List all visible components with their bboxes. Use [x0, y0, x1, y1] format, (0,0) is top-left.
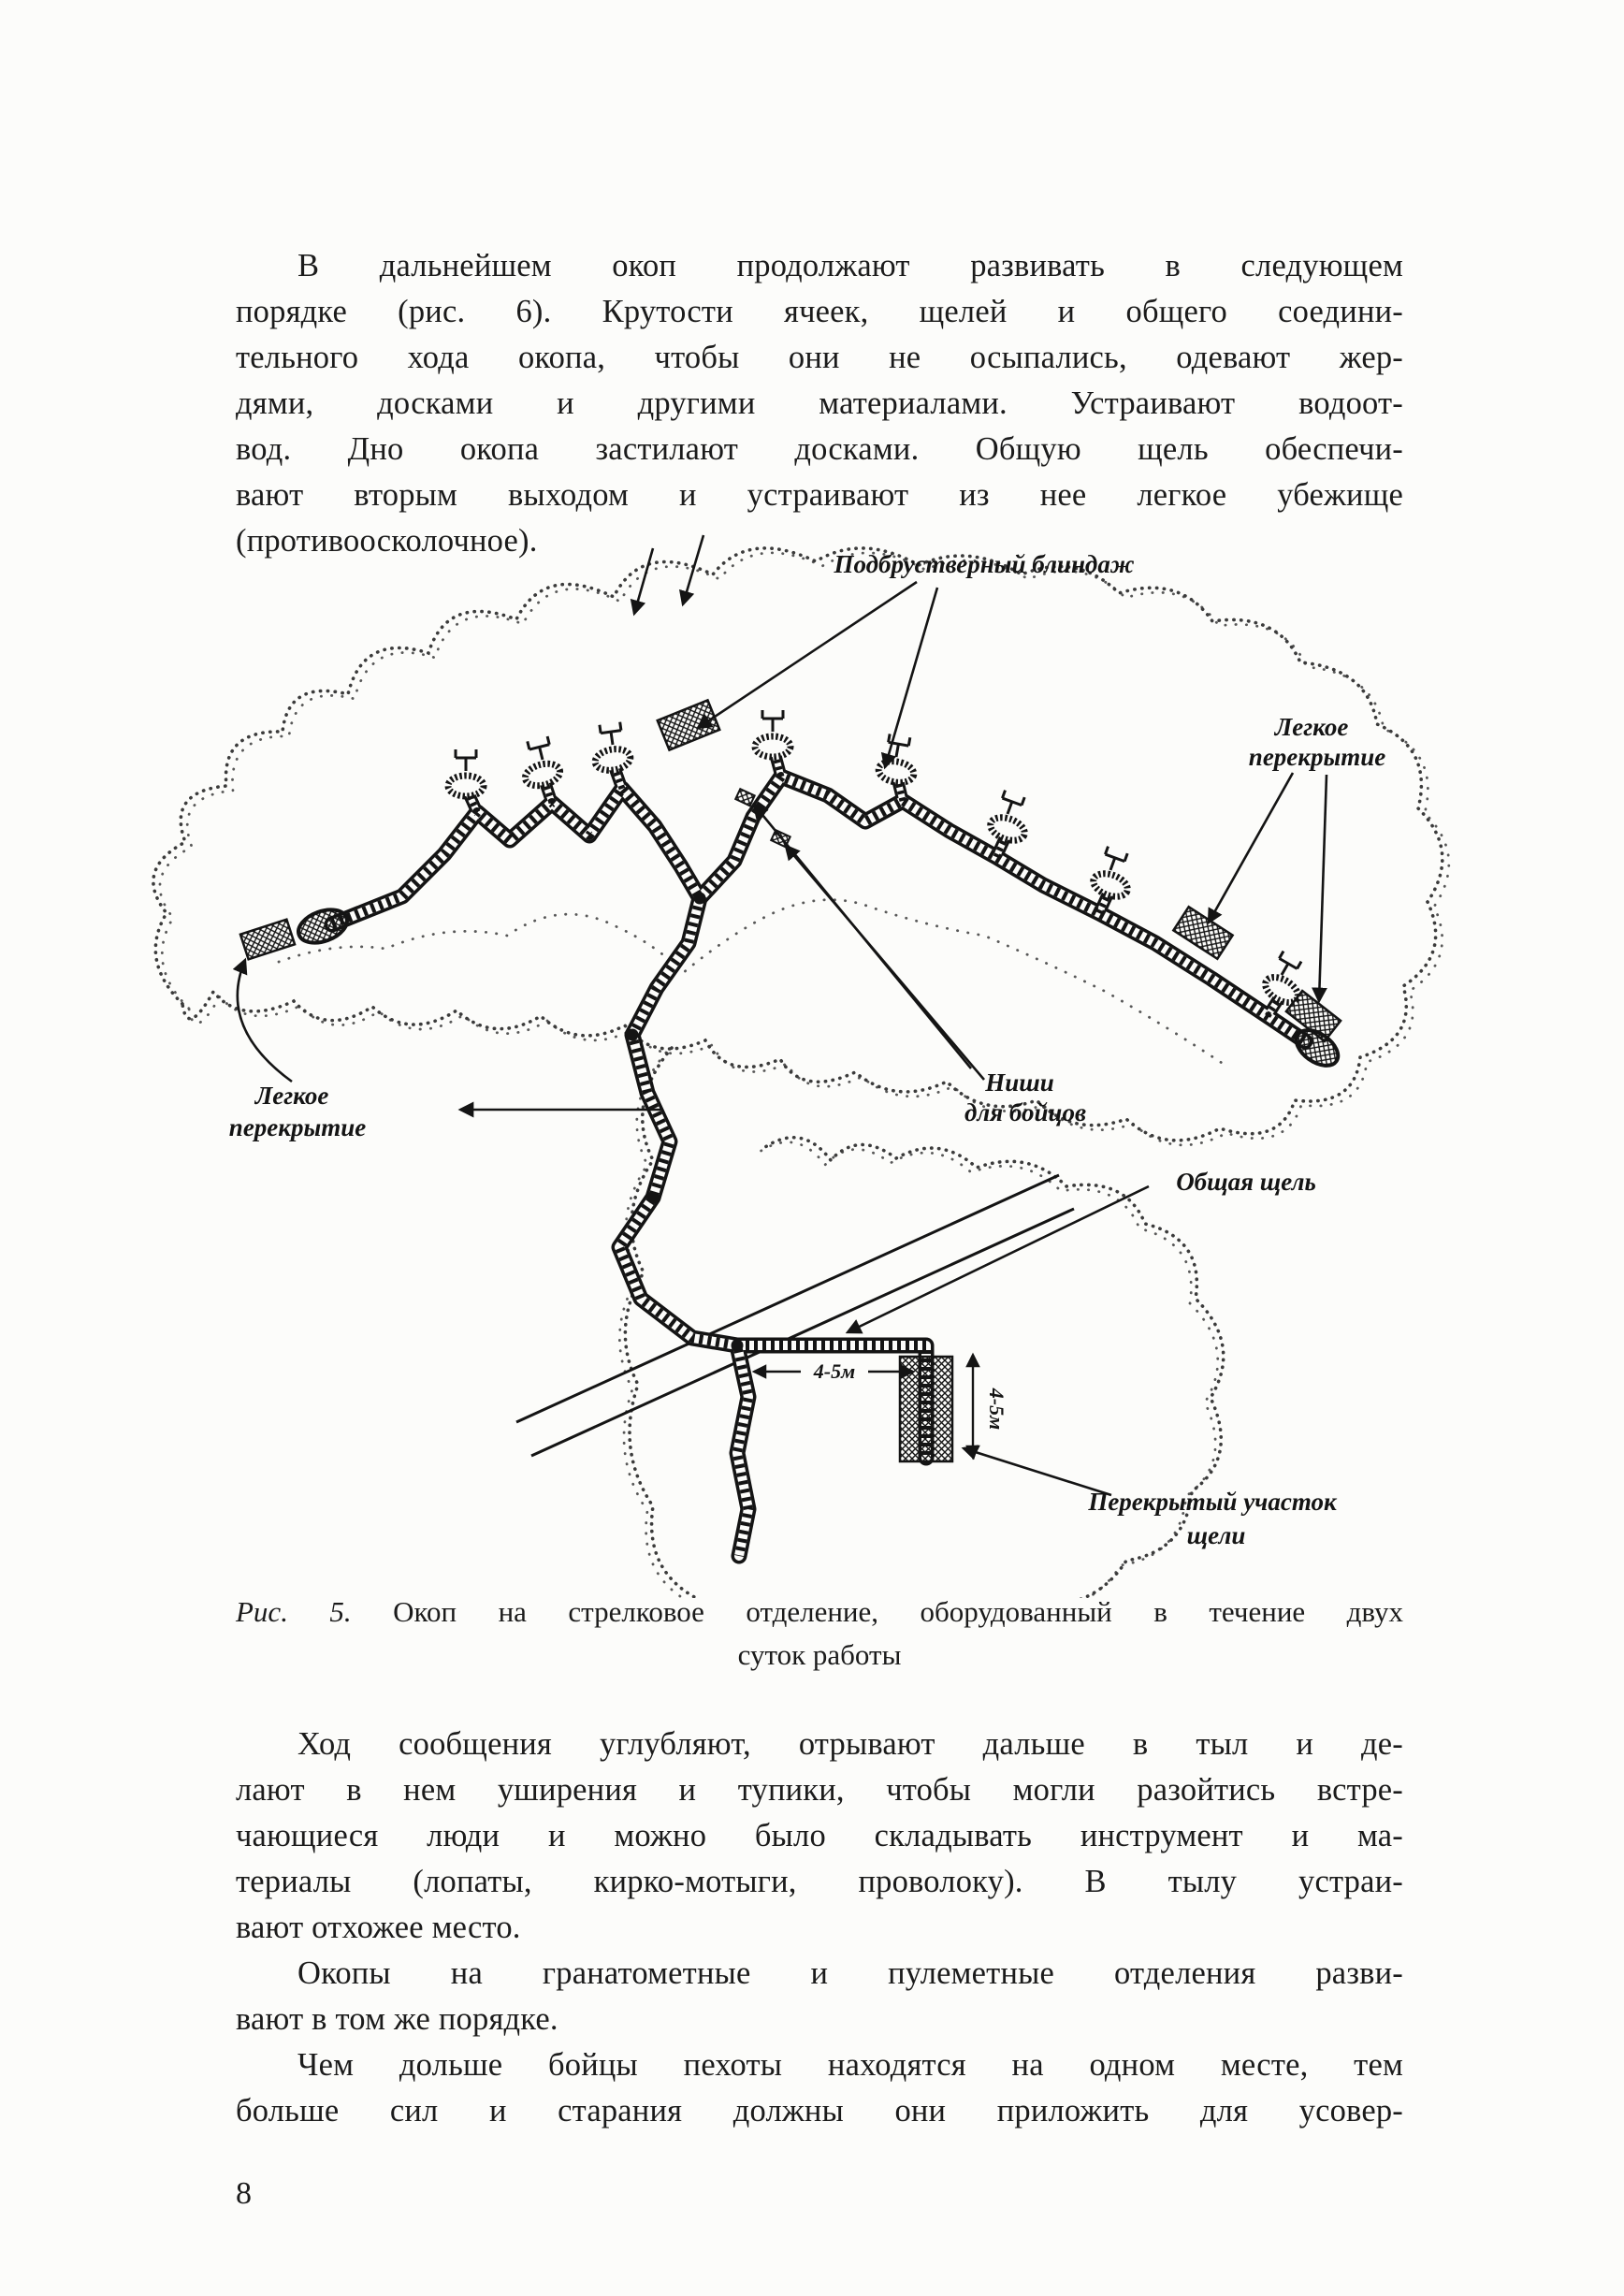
text-line: вают в том же порядке.	[236, 2001, 558, 2037]
arrow-common-slit	[845, 1184, 1150, 1334]
dim-label-vertical: 4-5м	[985, 1388, 1008, 1430]
text-line: вают отхожее место.	[236, 1910, 521, 1945]
caption-line-2: суток работы	[737, 1638, 902, 1671]
arrow-light-cover-right-1	[1207, 772, 1295, 925]
label-light-cover-right-1: Легкое	[1274, 713, 1349, 741]
firing-cells	[297, 733, 1341, 1068]
label-common-slit: Общая щель	[1176, 1168, 1316, 1196]
text-line: тельного хода окопа, чтобы они не осыпал…	[236, 340, 1403, 375]
soldier-niche	[733, 787, 757, 807]
text-line: териалы (лопаты, кирко-мотыги, проволоку…	[236, 1864, 1403, 1899]
label-niches-1: Ниши	[984, 1068, 1054, 1097]
text-line: порядке (рис. 6). Крутости ячеек, щелей …	[236, 294, 1403, 329]
text-line: Окопы на гранатометные и пулеметные отде…	[297, 1955, 1403, 1991]
arrow-niche-2	[784, 844, 985, 1081]
trench-network	[332, 752, 1305, 1556]
arrow-covered-slit	[961, 1445, 1112, 1497]
text-line: чающиеся люди и можно было складывать ин…	[236, 1818, 1403, 1853]
arrow-top-small-2	[630, 547, 655, 617]
label-light-cover-left-2: перекрытие	[229, 1113, 366, 1141]
arrow-light-cover-right-2	[1312, 774, 1328, 1004]
page-number: 8	[236, 2176, 252, 2211]
trench-junction-nodes	[626, 892, 744, 1352]
light-cover-left	[239, 918, 297, 961]
text-line: больше сил и старания должны они приложи…	[236, 2093, 1403, 2129]
text-line: лают в нем уширения и тупики, чтобы могл…	[236, 1772, 1403, 1808]
arrow-to-blindage	[695, 580, 918, 730]
label-covered-section-1: Перекрытый участок	[1087, 1488, 1338, 1516]
arrow-top-small-1	[678, 534, 705, 607]
figure-caption: Рис. 5. Окоп на стрелковое отделение, об…	[236, 1591, 1403, 1677]
text-line: дями, досками и другими материалами. Уст…	[236, 385, 1403, 421]
label-light-cover-left-1: Легкое	[254, 1082, 329, 1110]
dim-label-horizontal: 4-5м	[813, 1359, 855, 1383]
caption-line-1: Рис. 5. Окоп на стрелковое отделение, об…	[236, 1591, 1403, 1634]
text-line: (противоосколочное).	[236, 523, 538, 559]
label-light-cover-right-2: перекрытие	[1249, 743, 1385, 771]
text-line: Ход сообщения углубляют, отрывают дальше…	[297, 1726, 1403, 1762]
weapon-tick-marks	[454, 708, 1303, 981]
arrow-to-trench-top	[880, 587, 939, 770]
label-covered-section-2: щели	[1187, 1521, 1246, 1549]
figure-labels: Подбрустверный блиндаж Легкое перекрытие…	[229, 550, 1385, 1549]
text-line: вод. Дно окопа застилают досками. Общую …	[236, 431, 1403, 467]
pointer-arrows	[232, 534, 1328, 1497]
caption-text: Окоп на стрелковое отделение, оборудован…	[393, 1595, 1403, 1628]
paragraph-top: В дальнейшем окоп продолжают развивать в…	[236, 243, 1403, 564]
label-blindage: Подбрустверный блиндаж	[833, 550, 1134, 578]
cell-spurs	[468, 752, 1281, 1016]
text-line: Чем дольше бойцы пехоты находятся на одн…	[297, 2047, 1403, 2083]
road-crossing	[515, 1173, 1075, 1458]
paragraph-bottom: Ход сообщения углубляют, отрывают дальше…	[236, 1722, 1403, 2134]
text-line: В дальнейшем окоп продолжают развивать в…	[297, 248, 1403, 283]
label-niches-2: для бойцов	[964, 1098, 1086, 1126]
blindage-rect	[656, 698, 721, 752]
dimension-marks: 4-5м 4-5м	[751, 1352, 1008, 1460]
text-line: вают вторым выходом и устраивают из нее …	[236, 477, 1403, 513]
arrow-light-cover-left	[232, 957, 293, 1083]
figure-number: Рис. 5.	[236, 1595, 352, 1628]
stipple-contours	[152, 546, 1451, 1598]
figure-5-trench-diagram: 4-5м 4-5м Подбрустверный блиндаж Легкое …	[152, 534, 1451, 1598]
light-cover-right-2	[1284, 989, 1342, 1043]
communication-trench-path	[619, 898, 748, 1556]
